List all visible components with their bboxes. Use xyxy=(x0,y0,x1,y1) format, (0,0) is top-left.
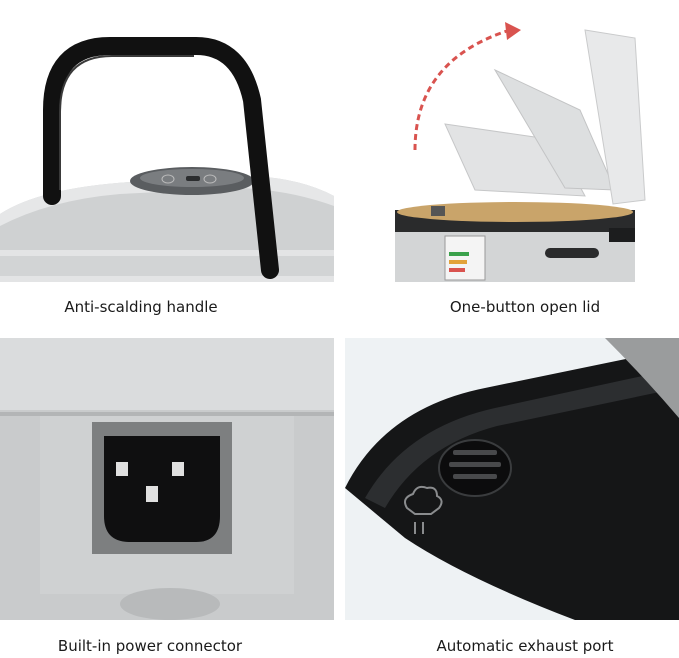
connector-photo xyxy=(0,338,334,620)
exhaust-photo xyxy=(345,338,679,620)
handle-photo xyxy=(0,0,334,282)
caption-lid: One-button open lid xyxy=(449,298,601,316)
caption-exhaust: Automatic exhaust port xyxy=(436,637,614,655)
caption-connector: Built-in power connector xyxy=(57,637,243,655)
lid-photo xyxy=(345,0,679,282)
caption-handle: Anti-scalding handle xyxy=(64,298,218,316)
